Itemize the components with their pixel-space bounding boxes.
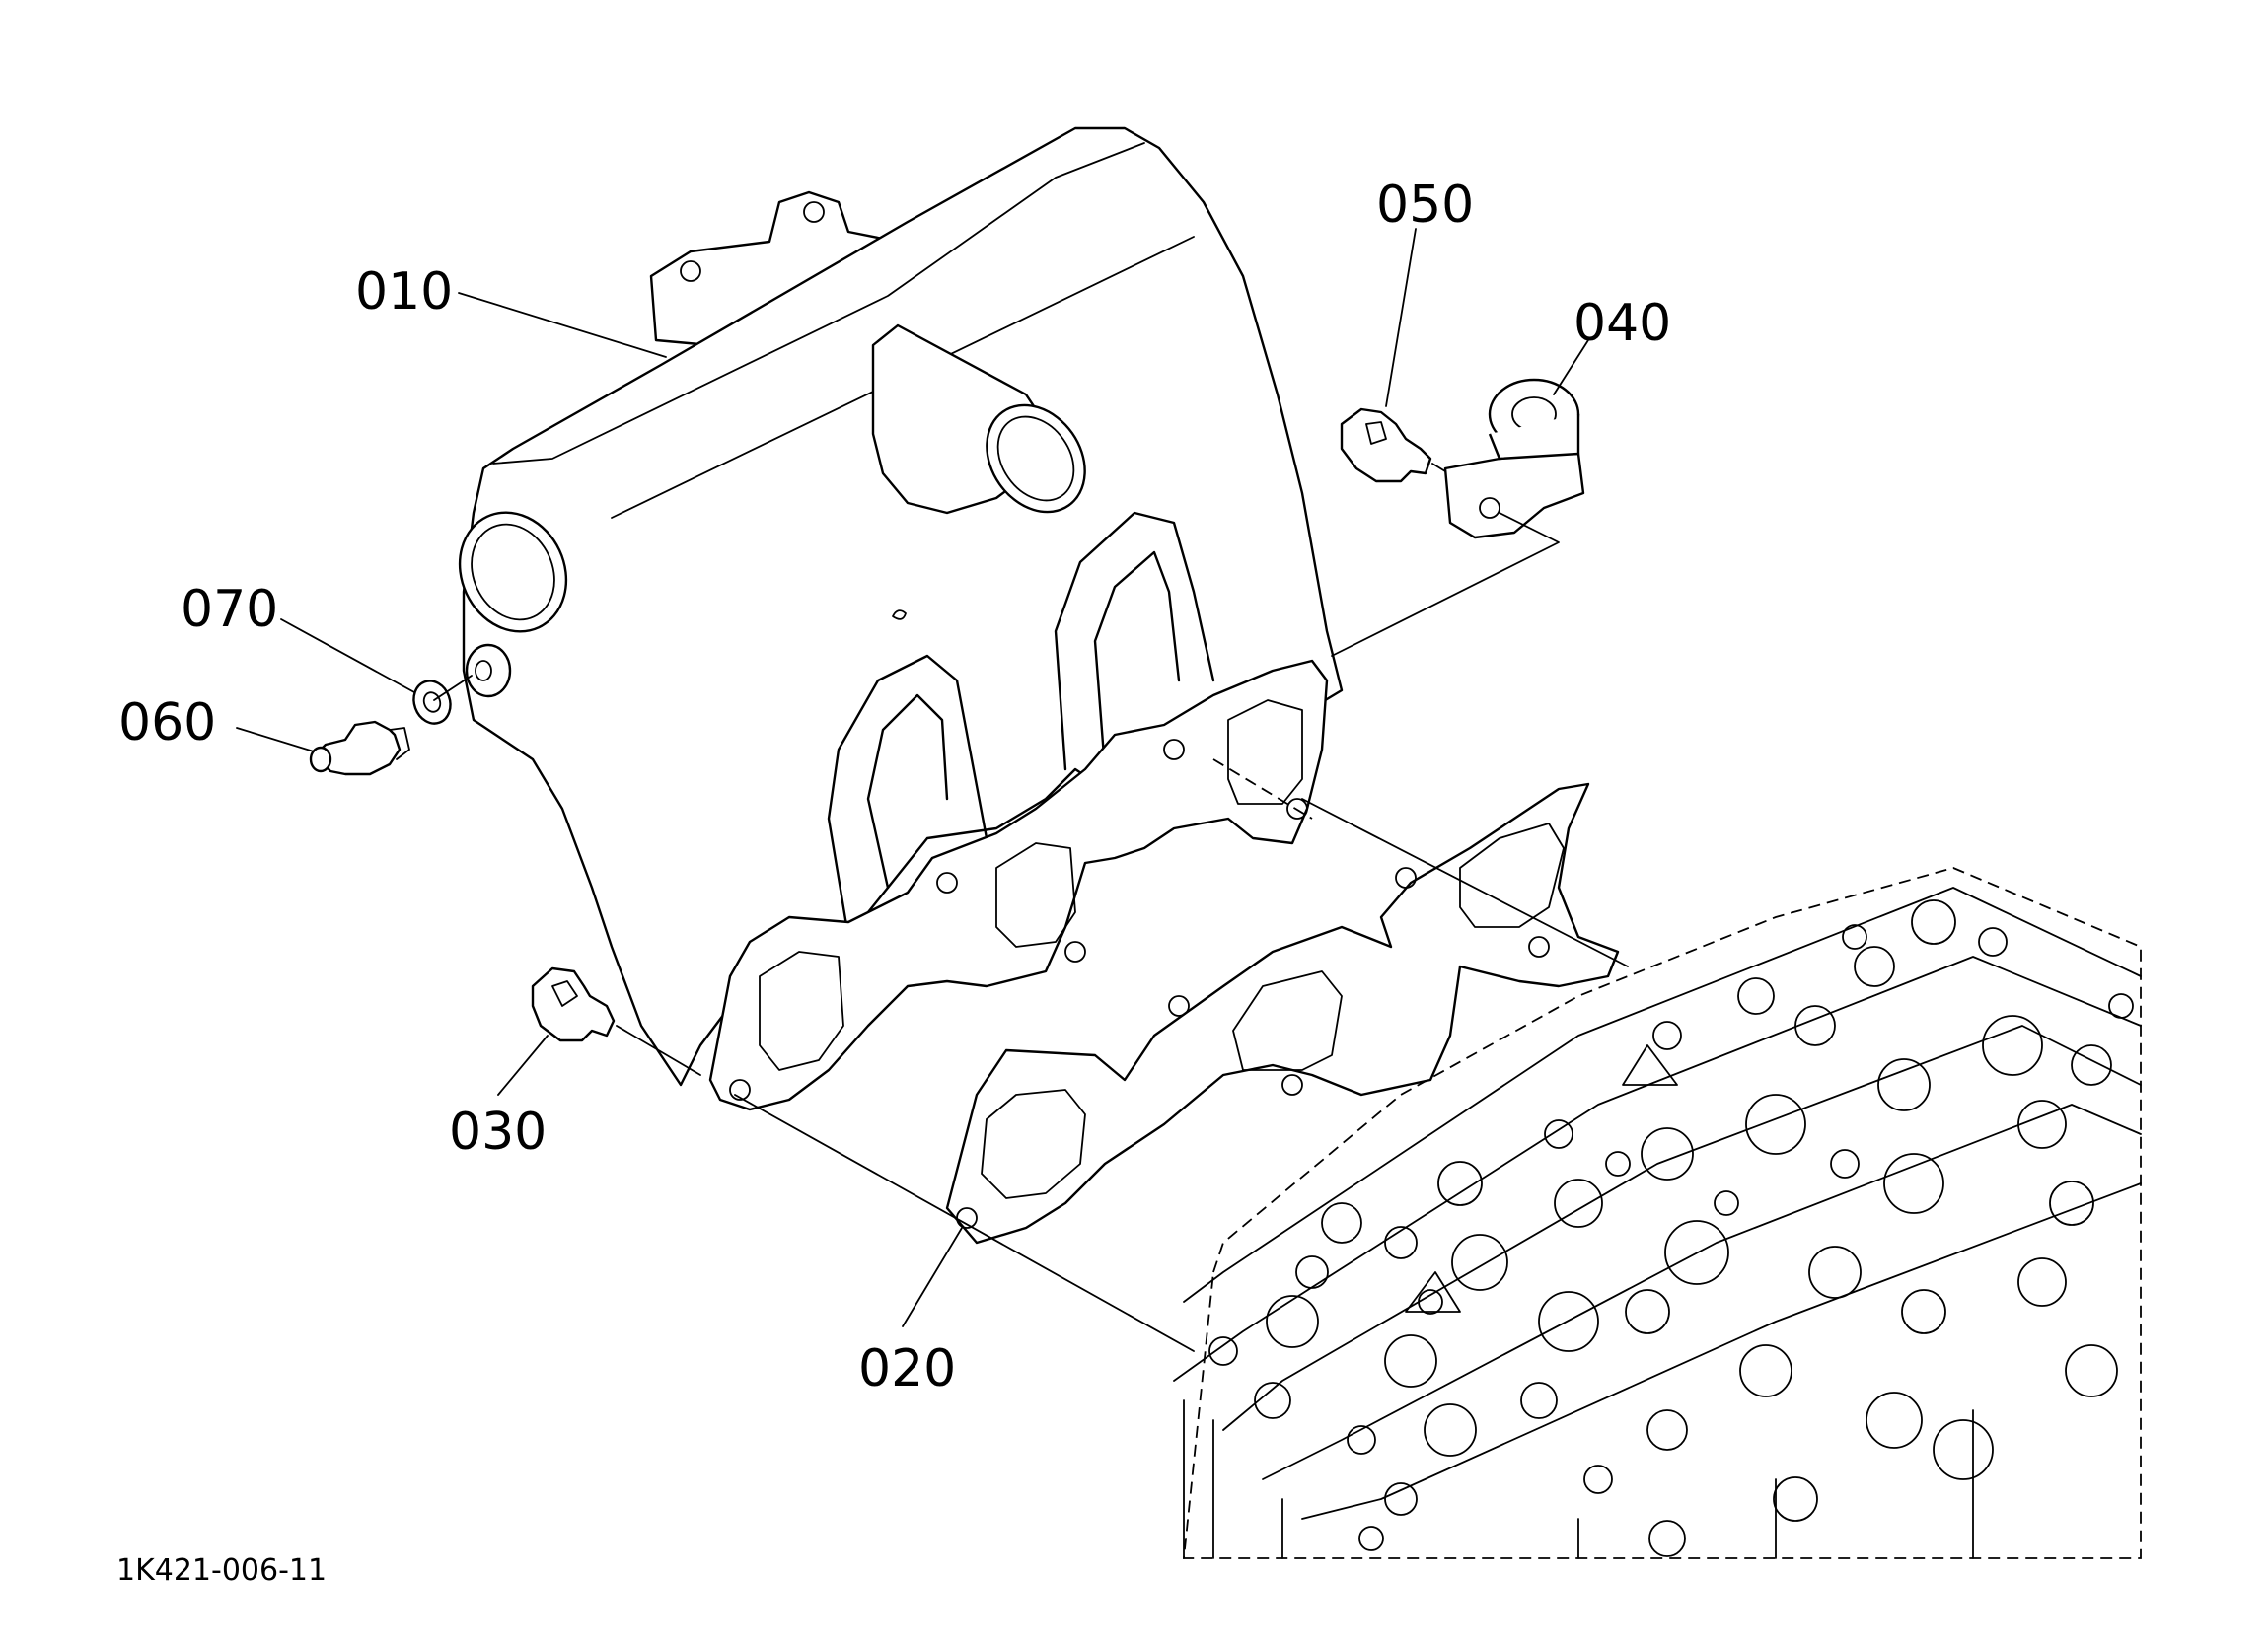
callout-010: 010 xyxy=(355,262,453,322)
cylinder-head-drawing xyxy=(1173,867,2142,1559)
callout-050: 050 xyxy=(1376,176,1474,235)
part-040-drawing xyxy=(1443,378,1585,539)
part-030-drawing xyxy=(531,966,616,1042)
callout-060: 060 xyxy=(118,693,216,752)
part-070-drawing xyxy=(412,680,452,725)
leader-lines xyxy=(236,228,1629,1352)
callout-070: 070 xyxy=(181,580,278,639)
callout-020: 020 xyxy=(858,1339,956,1398)
callout-030: 030 xyxy=(449,1103,547,1162)
part-050-drawing xyxy=(1340,407,1432,483)
drawing-number: 1K421-006-11 xyxy=(116,1553,327,1588)
callout-040: 040 xyxy=(1573,294,1671,353)
manifold-gasket-drawing xyxy=(945,782,1620,1245)
part-060-drawing xyxy=(309,720,410,776)
exhaust-manifold-drawing xyxy=(458,126,1344,1111)
